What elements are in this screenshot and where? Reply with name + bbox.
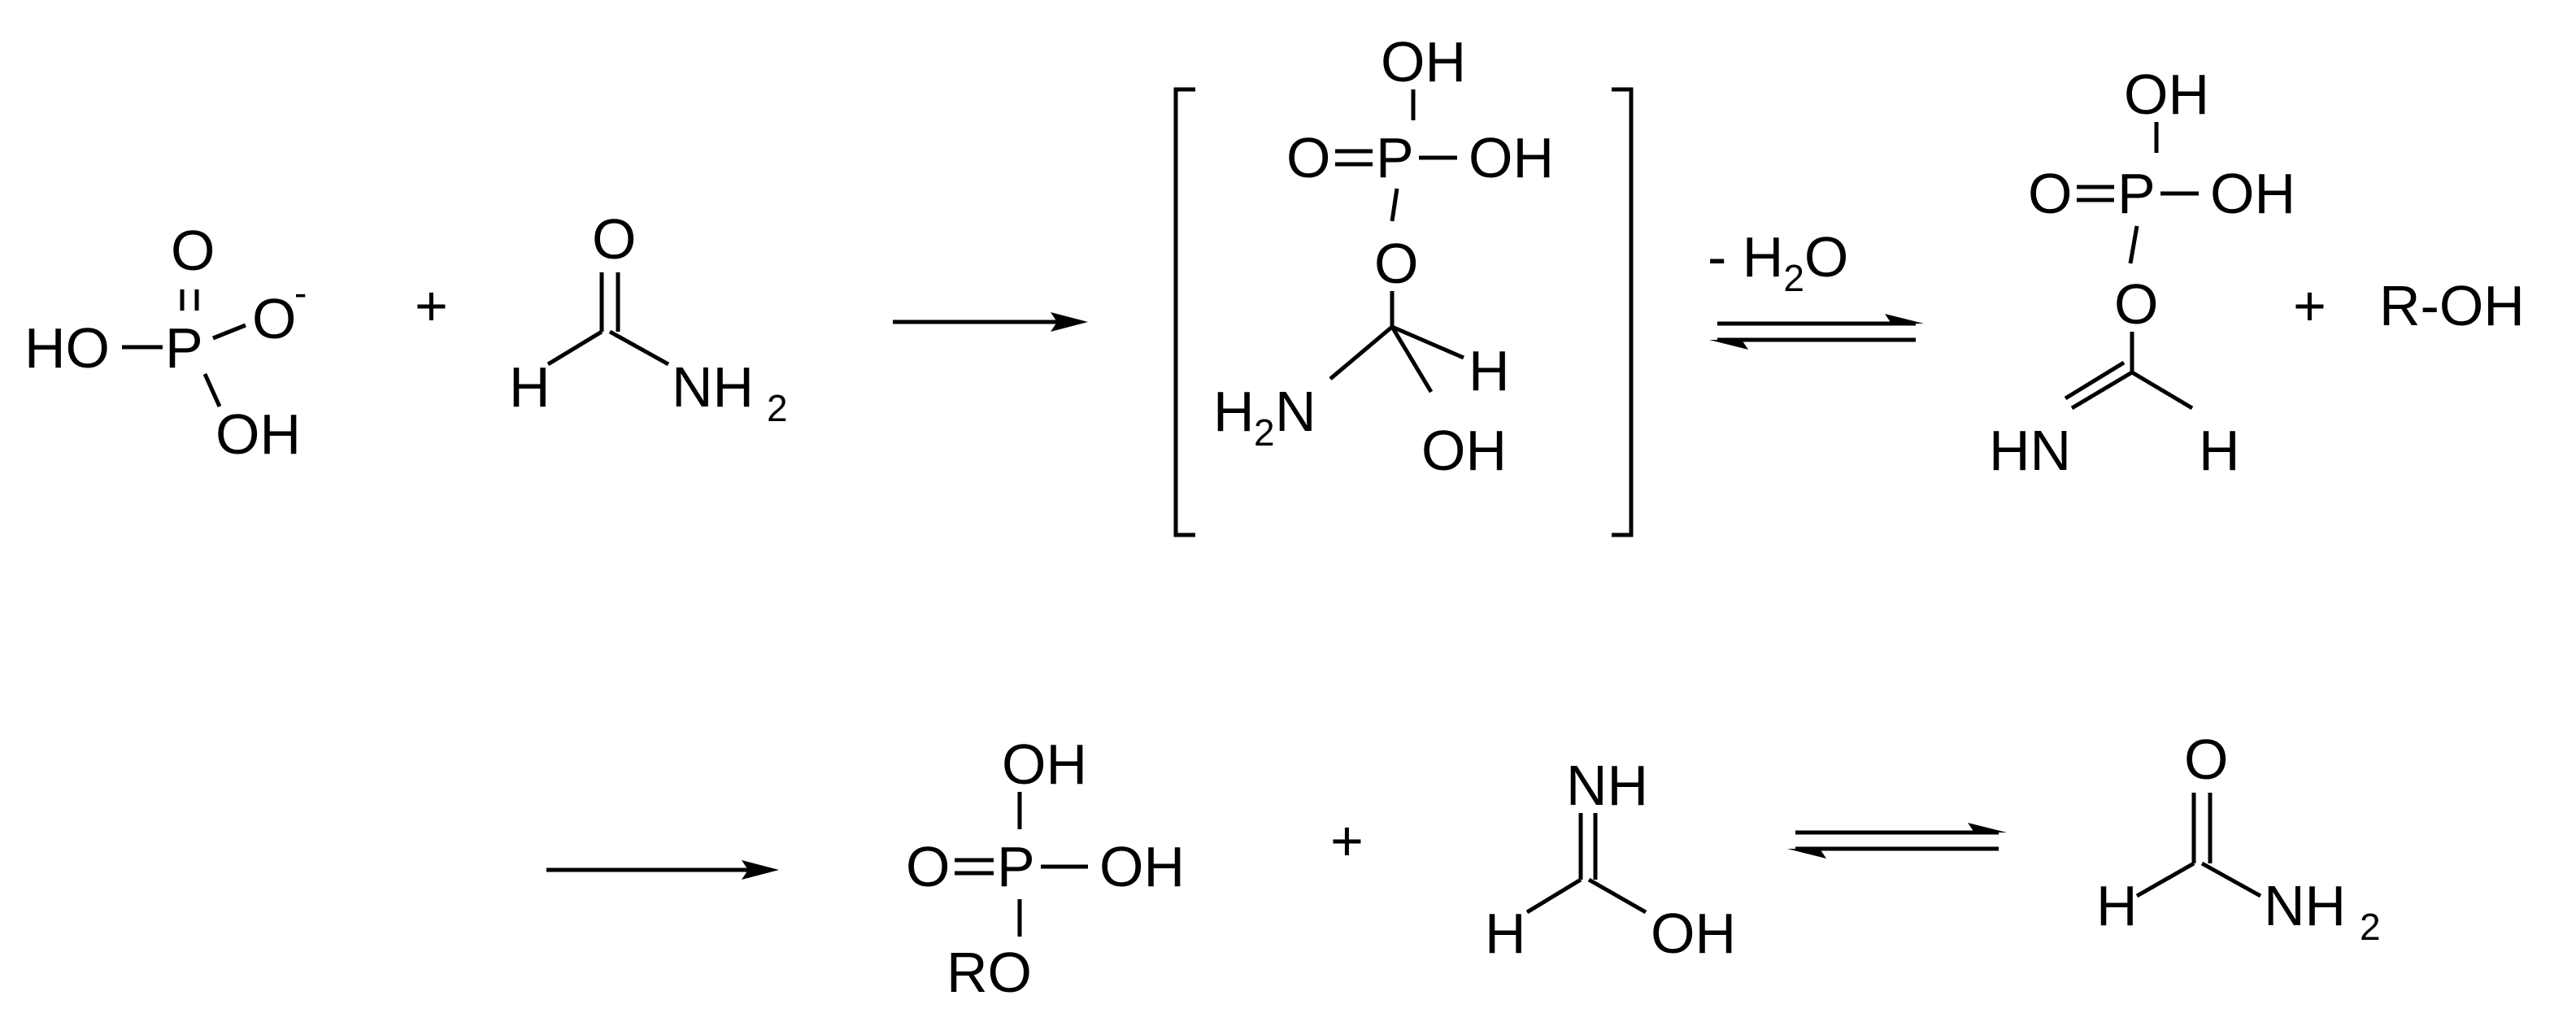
formimidoyl-phosphate-molecule: OH O P OH O HN H [1989, 63, 2295, 482]
atom-oh: OH [2124, 63, 2209, 126]
atom-oh: OH [1381, 30, 1466, 93]
bond [1525, 877, 1582, 915]
reverse-arrowhead [1709, 340, 1748, 350]
atom-p: P [1376, 126, 1414, 189]
atom-o: O [1286, 126, 1330, 189]
bond [1390, 325, 1434, 393]
atom-nh: NH [1566, 754, 1648, 817]
atom-h: H [1469, 339, 1510, 402]
dehydration-equilibrium: - H2O [1708, 225, 1924, 350]
negative-charge: - [294, 272, 307, 314]
dihydrogen-phosphate-molecule: HO P O O - OH [24, 219, 307, 466]
subscript: 2 [767, 387, 788, 429]
atom-p: P [2117, 162, 2156, 225]
atom-ho: HO [24, 316, 110, 380]
atom-p: P [165, 316, 203, 380]
atom-hn: HN [1989, 419, 2071, 482]
bond [1390, 188, 1399, 222]
atom-oh-right: OH [2210, 162, 2295, 225]
bond [1587, 877, 1647, 915]
atom-h: H [2096, 874, 2138, 937]
atom-o-anion: O [252, 287, 296, 350]
plus-sign: + [1330, 809, 1364, 872]
atom-oh: OH [1651, 902, 1736, 965]
atom-oh-right: OH [1469, 126, 1554, 189]
formamide-molecule: O H NH 2 [509, 207, 788, 429]
tetrahedral-intermediate-molecule: OH O P OH O H 2 N H OH [1213, 30, 1554, 482]
bond [2135, 861, 2195, 898]
atom-oh: OH [1002, 733, 1087, 796]
tautomerism-equilibrium [1787, 823, 2007, 859]
subscript: 2 [1254, 411, 1275, 454]
atom-o-top: O [171, 219, 215, 282]
left-bracket [1173, 87, 1195, 537]
subscript: 2 [2360, 906, 2381, 948]
bond [2128, 225, 2139, 264]
atom-nh: NH [2264, 874, 2346, 937]
atom-n: N [1275, 380, 1316, 443]
bond [546, 329, 603, 367]
atom-o: O [2028, 162, 2072, 225]
plus-sign: + [415, 274, 448, 337]
bond [608, 329, 670, 367]
atom-h: H [1213, 380, 1255, 443]
atom-oh-lower: OH [1421, 419, 1507, 482]
atom-o: O [2184, 728, 2228, 791]
atom-h: H [1485, 902, 1526, 965]
atom-h: H [509, 355, 550, 419]
atom-o-bridge: O [1374, 232, 1418, 295]
alkyl-phosphate-molecule: OH O P OH RO [906, 733, 1185, 1004]
forward-arrowhead [1968, 823, 2007, 833]
atom-ro: RO [946, 941, 1032, 1004]
atom-oh-right: OH [1099, 835, 1185, 898]
bond [1391, 324, 1464, 360]
atom-nh: NH [672, 355, 754, 419]
atom-o-bridge: O [2114, 272, 2158, 336]
atom-oh: OH [215, 402, 301, 466]
bond [2200, 861, 2262, 898]
reaction-arrow [546, 860, 779, 880]
bond [202, 372, 222, 408]
reverse-arrowhead [1787, 849, 1826, 859]
atom-p: P [997, 835, 1035, 898]
plus-sign: + [2293, 274, 2326, 337]
bond-double-a [2070, 370, 2134, 411]
formamide-product-molecule: O H NH 2 [2096, 728, 2381, 948]
bond [2130, 370, 2194, 411]
atom-o: O [906, 835, 950, 898]
bond [212, 323, 246, 341]
forward-arrowhead [1885, 314, 1924, 324]
minus-water-label: - H2O [1708, 225, 1848, 299]
formimidic-acid-molecule: NH H OH [1485, 754, 1736, 965]
intermediate-brackets [1173, 87, 1634, 537]
alcohol-r-oh: R-OH [2379, 274, 2525, 337]
bond [1329, 325, 1394, 380]
right-bracket [1612, 87, 1634, 537]
atom-h: H [2199, 419, 2240, 482]
atom-o: O [592, 207, 636, 271]
bond-double-b [2064, 360, 2126, 401]
reaction-arrow [893, 312, 1088, 332]
